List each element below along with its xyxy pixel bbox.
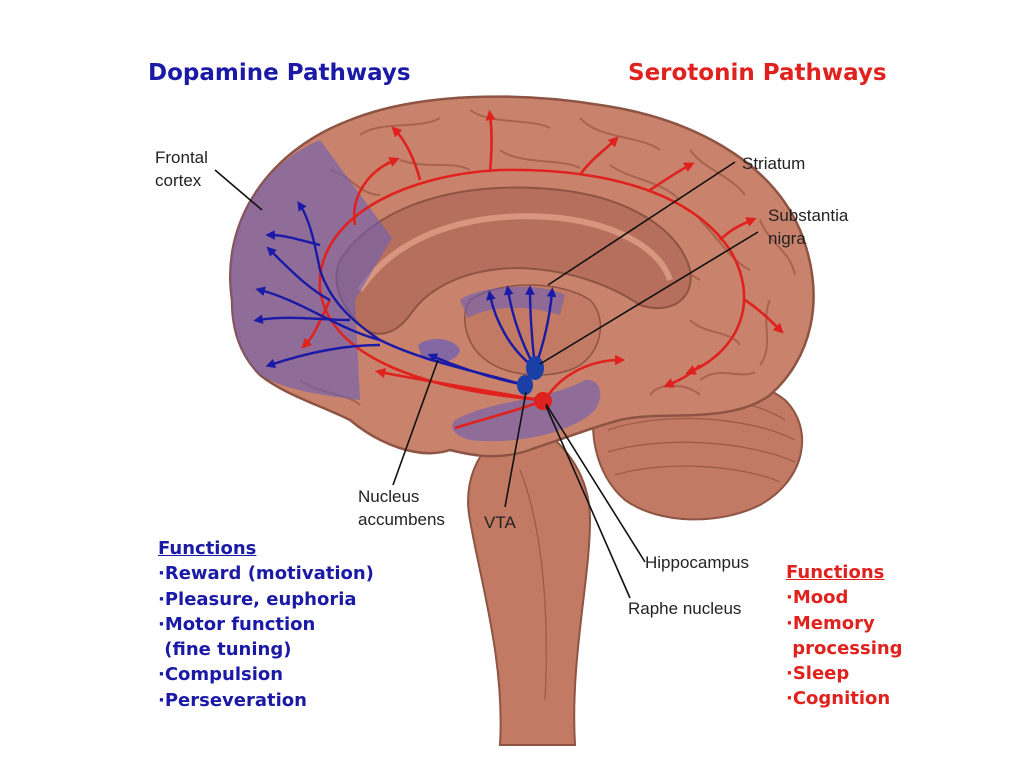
serotonin-pathways-title: Serotonin Pathways bbox=[628, 60, 887, 86]
raphe-nucleus-dot bbox=[534, 392, 552, 410]
hippocampus-label: Hippocampus bbox=[645, 553, 749, 572]
dopamine-functions-heading: Functions bbox=[158, 538, 257, 559]
dopamine-function-item: ·Perseveration bbox=[158, 689, 307, 711]
dopamine-function-item: ·Pleasure, euphoria bbox=[158, 588, 357, 610]
frontal-cortex-label: Frontal cortex bbox=[155, 148, 208, 190]
serotonin-function-item: ·Sleep bbox=[786, 663, 850, 685]
serotonin-pathway-lines bbox=[301, 109, 784, 430]
limbic-region bbox=[452, 379, 601, 442]
dopamine-function-item: ·Motor function bbox=[158, 613, 316, 635]
dopamine-pathways-title: Dopamine Pathways bbox=[148, 60, 411, 86]
dopamine-function-item: ·Compulsion bbox=[158, 664, 284, 686]
serotonin-function-item: processing bbox=[786, 637, 903, 659]
brainstem bbox=[467, 418, 592, 746]
vta-label: VTA bbox=[484, 513, 516, 532]
serotonin-function-item: ·Mood bbox=[786, 587, 849, 609]
serotonin-function-item: ·Cognition bbox=[786, 688, 891, 710]
dopamine-functions: Functions ·Reward (motivation) ·Pleasure… bbox=[158, 536, 374, 713]
serotonin-functions: Functions ·Mood ·Memory processing ·Slee… bbox=[786, 560, 903, 712]
dopamine-function-item: ·Reward (motivation) bbox=[158, 563, 374, 585]
substantia-nigra-label: Substantia nigra bbox=[768, 206, 849, 248]
serotonin-function-item: ·Memory bbox=[786, 612, 875, 634]
leader-lines bbox=[214, 161, 759, 599]
frontal-cortex-region bbox=[230, 140, 392, 400]
cerebrum bbox=[229, 95, 815, 458]
dopamine-function-item: (fine tuning) bbox=[158, 639, 292, 661]
raphe-nucleus-label: Raphe nucleus bbox=[628, 599, 742, 618]
nucleus-accumbens-label: Nucleus accumbens bbox=[358, 487, 445, 529]
substantia-nigra-nucleus bbox=[526, 356, 544, 380]
gyri-texture bbox=[299, 109, 796, 406]
serotonin-functions-heading: Functions bbox=[786, 562, 885, 583]
vta-nucleus bbox=[517, 375, 533, 395]
striatum-label: Striatum bbox=[742, 154, 806, 173]
